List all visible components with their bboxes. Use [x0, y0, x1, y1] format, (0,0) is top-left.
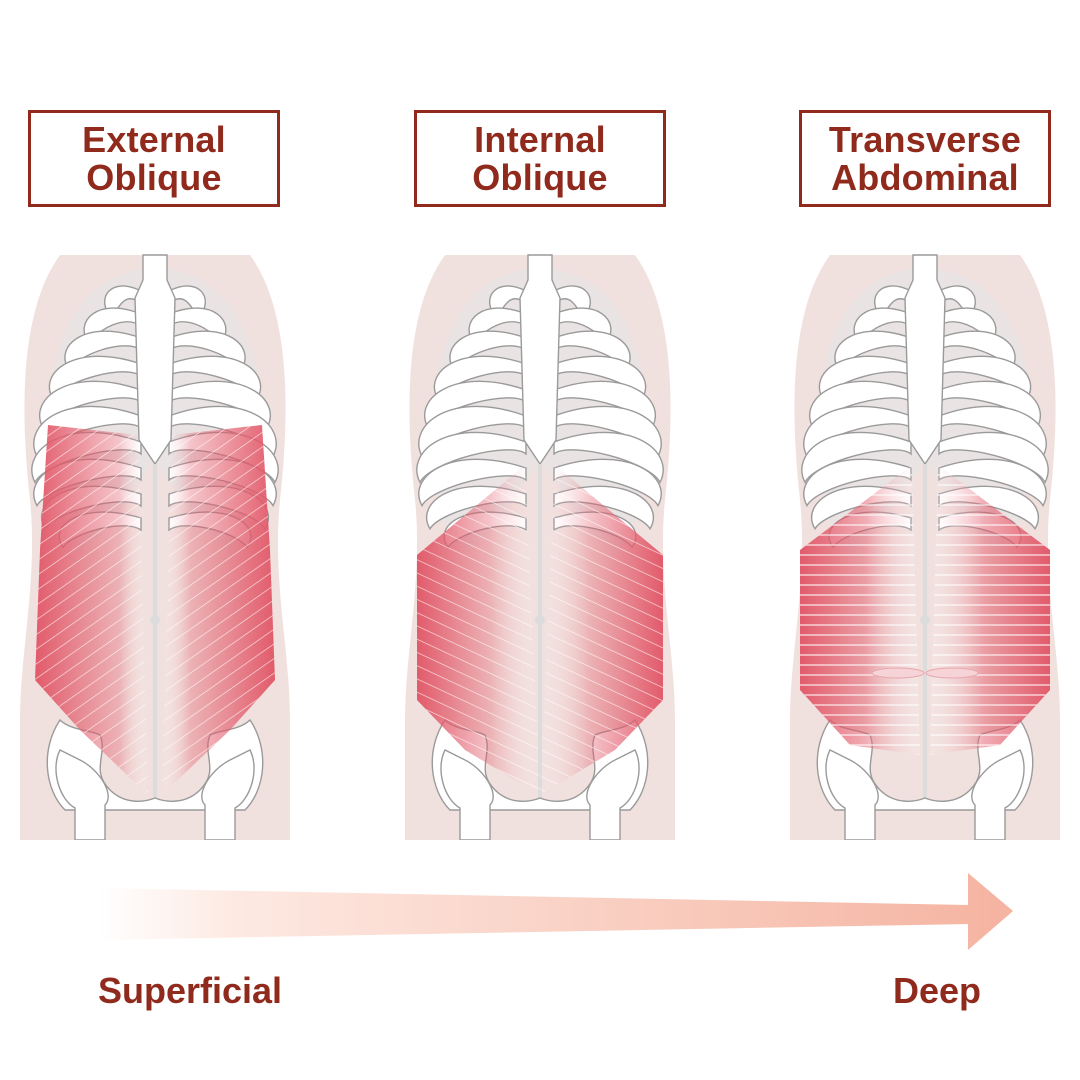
- external-oblique-illustration: [20, 250, 290, 840]
- superficial-label: Superficial: [98, 970, 283, 1011]
- deep-label: Deep: [893, 970, 982, 1011]
- transverse-abdominal-illustration: [790, 250, 1060, 840]
- title-line-1: Transverse: [828, 118, 1022, 160]
- title-line-1: External: [82, 118, 226, 160]
- transverse-abdominal-title: Transverse Abdominal: [799, 110, 1051, 207]
- transverse-abdominal-muscle: [800, 465, 1050, 755]
- title-line-1: Internal: [474, 118, 606, 160]
- external-oblique-muscle: [35, 425, 275, 795]
- torso-svg: [405, 254, 675, 840]
- internal-oblique-muscle: [417, 465, 663, 795]
- internal-oblique-illustration: [405, 250, 675, 840]
- torso-svg: [20, 254, 290, 840]
- torso-svg: [790, 254, 1060, 840]
- internal-oblique-title: Internal Oblique: [414, 110, 666, 207]
- depth-arrow-icon: [98, 873, 1013, 950]
- external-oblique-title: External Oblique: [28, 110, 280, 207]
- title-line-2: Oblique: [472, 156, 608, 198]
- title-line-2: Abdominal: [831, 156, 1019, 198]
- title-line-2: Oblique: [86, 156, 222, 198]
